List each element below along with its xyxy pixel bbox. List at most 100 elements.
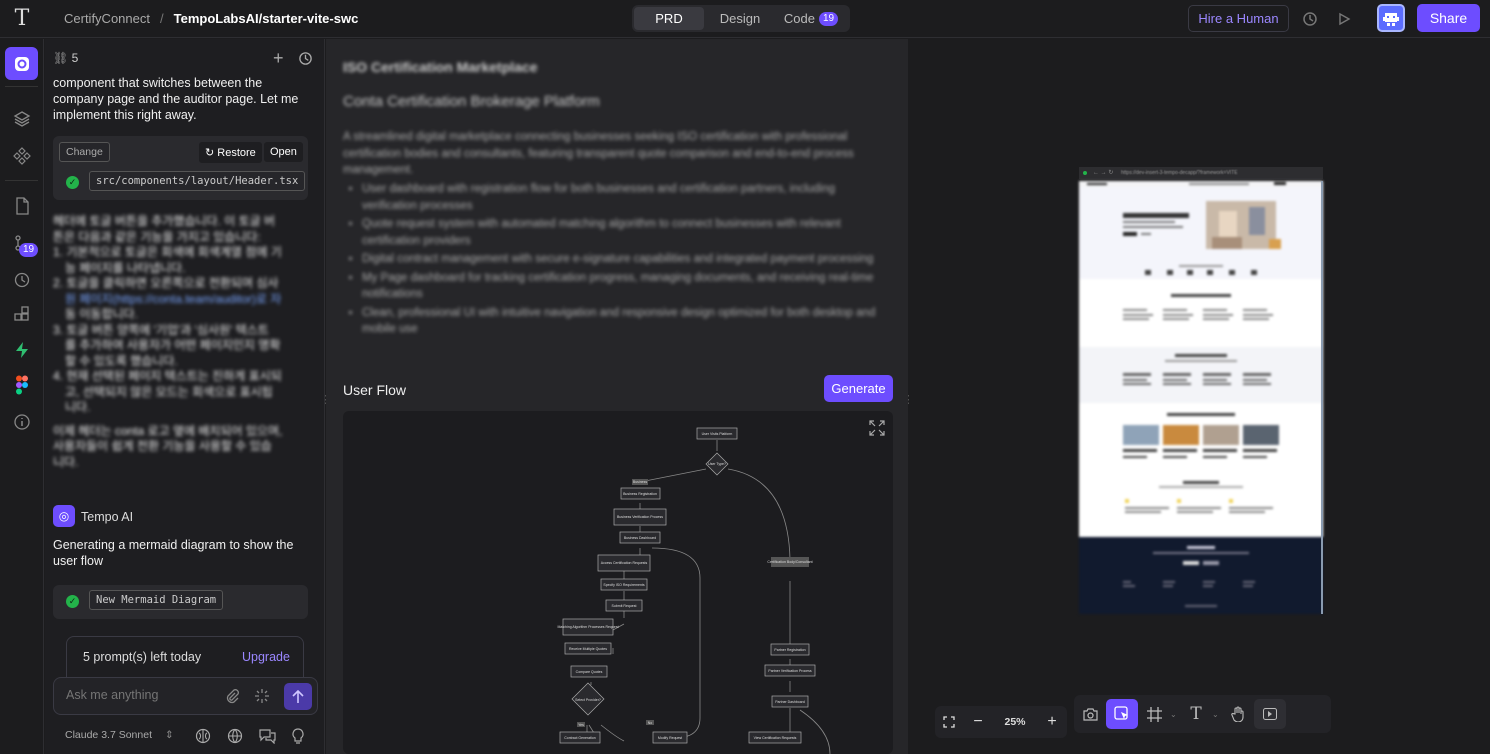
flow-node-label: Submit Request	[612, 604, 637, 608]
new-chat-plus-icon[interactable]: +	[273, 48, 284, 68]
flow-node-label: Partner Registration	[774, 648, 805, 652]
flow-node	[619, 531, 661, 544]
chat-bubbles-icon[interactable]	[259, 728, 276, 749]
flow-node-label: Partner Verification Process	[768, 669, 811, 673]
flowchart-svg: User Visits Platform User Type? Business…	[557, 427, 831, 754]
rail-divider	[5, 180, 38, 181]
magic-sparkle-icon[interactable]	[254, 688, 270, 709]
message-line: 능 페이지를 나타냅니다.	[65, 260, 186, 275]
tab-design[interactable]: Design	[719, 11, 761, 26]
hand-pan-icon[interactable]	[1222, 699, 1254, 729]
history-icon[interactable]	[5, 263, 38, 296]
chat-input[interactable]	[66, 688, 216, 702]
select-cursor-icon[interactable]	[1106, 699, 1138, 729]
message-line: 동 이동합니다.	[65, 307, 138, 321]
user-flow-diagram[interactable]: User Visits Platform User Type? Business…	[343, 411, 893, 754]
share-button[interactable]: Share	[1417, 4, 1480, 32]
restore-button[interactable]: ↻ Restore	[199, 142, 262, 163]
frame-grid-icon[interactable]	[1138, 699, 1170, 729]
chevron-down-icon[interactable]: ⌄	[1170, 709, 1177, 719]
attach-paperclip-icon[interactable]	[224, 688, 240, 709]
assistant-message-generating: Generating a mermaid diagram to show the…	[53, 538, 294, 568]
canvas-toolbar: ⌄ T ⌄	[1074, 695, 1331, 733]
page-preview[interactable]	[1079, 181, 1323, 614]
message-line: 3. 토글 버튼 양쪽에 '기업'과 '심사원' 텍스트	[53, 322, 269, 337]
model-selector[interactable]: Claude 3.7 Sonnet ⇕	[65, 729, 174, 741]
change-card: Change ↻ Restore Open ✓ src/components/l…	[53, 136, 308, 200]
breadcrumb-org[interactable]: CertifyConnect	[64, 11, 150, 26]
flow-node-label: Business Registration	[623, 492, 657, 496]
message-link[interactable]: 원 페이지(https://conta.team/auditor)로 자	[65, 291, 282, 306]
chevron-down-icon[interactable]: ⌄	[1212, 709, 1219, 719]
figma-icon[interactable]	[5, 368, 38, 401]
restore-label: Restore	[217, 147, 256, 159]
brain-icon[interactable]	[195, 728, 211, 749]
flow-edge-label-text: Certification Body/Consultant	[767, 560, 812, 564]
chat-input-box	[53, 677, 318, 715]
hire-a-human-button[interactable]: Hire a Human	[1188, 5, 1289, 32]
flow-node-label: Modify Request	[658, 736, 682, 740]
message-line: 사용자들이 쉽게 전환 기능을 사용할 수 있습	[53, 439, 272, 453]
git-branch-icon[interactable]: 19	[5, 226, 39, 259]
checkpoint-count: ⛓ 5	[53, 51, 78, 65]
user-flow-heading: User Flow	[343, 382, 407, 398]
message-line: 할 수 있도록 했습니다.	[65, 353, 178, 368]
play-icon[interactable]	[1334, 9, 1354, 29]
flow-node-label: Partner Dashboard	[775, 700, 805, 704]
prd-description: A streamlined digital marketplace connec…	[343, 131, 854, 176]
tab-code[interactable]: Code 19	[776, 7, 846, 30]
message-line: 고, 선택되지 않은 모드는 회색으로 표시됩	[65, 384, 273, 399]
message-line: 튼은 다음과 같은 기능을 가지고 있습니다:	[53, 229, 261, 244]
new-mermaid-diagram-chip[interactable]: New Mermaid Diagram	[89, 590, 224, 610]
avatar[interactable]	[1377, 4, 1405, 32]
message-line: 헤더에 토글 버튼을 추가했습니다. 이 토글 버	[53, 214, 276, 228]
layers-icon[interactable]	[5, 102, 38, 135]
text-tool-icon[interactable]: T	[1190, 704, 1202, 724]
supabase-icon[interactable]	[5, 333, 38, 366]
flow-edge-label-text: Business	[633, 480, 647, 484]
expand-icon[interactable]	[869, 420, 885, 441]
zoom-in-button[interactable]: +	[1047, 713, 1057, 730]
tempo-ai-chat-icon[interactable]	[5, 47, 38, 80]
message-line: 를 추가하여 사용자가 어떤 페이지인지 명확	[65, 338, 281, 352]
fit-screen-icon[interactable]	[935, 716, 963, 728]
changed-file-chip[interactable]: src/components/layout/Header.tsx	[89, 171, 306, 191]
tempo-logo-icon[interactable]: T	[14, 6, 30, 31]
code-count-badge: 19	[818, 11, 839, 26]
flow-node-label: Specify ISO Requirements	[603, 583, 644, 587]
file-icon[interactable]	[5, 189, 38, 222]
status-dot	[1083, 171, 1087, 175]
lightbulb-icon[interactable]	[291, 728, 305, 750]
zoom-level[interactable]: 25%	[1004, 716, 1026, 728]
flow-node-label: Compare Quotes	[576, 670, 603, 674]
chat-history-icon[interactable]	[298, 51, 313, 71]
integrations-icon[interactable]	[5, 298, 38, 331]
screenshot-camera-icon[interactable]	[1074, 699, 1106, 729]
flow-node	[764, 664, 816, 677]
message-line: 4. 현재 선택된 페이지 텍스트는 진하게 표시되	[53, 369, 282, 383]
ai-name: Tempo AI	[81, 510, 134, 524]
preview-play-icon[interactable]	[1254, 699, 1286, 729]
prd-panel: ISO Certification Marketplace Conta Cert…	[326, 39, 908, 754]
open-button[interactable]: Open	[264, 142, 303, 162]
design-canvas[interactable]: ← → ↻ https://dev-insert-3-tempo-decapp/…	[909, 39, 1490, 754]
flow-node	[605, 599, 643, 612]
flow-node	[652, 731, 688, 744]
info-icon[interactable]	[5, 405, 38, 438]
flow-edge-label	[632, 479, 648, 485]
flow-node	[770, 643, 810, 656]
message-spacer	[53, 416, 309, 424]
tab-prd[interactable]: PRD	[634, 7, 704, 30]
flow-edge-label-text: No	[648, 721, 653, 725]
history-icon[interactable]	[1300, 9, 1320, 29]
globe-icon[interactable]	[227, 728, 243, 749]
upgrade-link[interactable]: Upgrade	[242, 650, 290, 664]
send-button[interactable]	[284, 683, 312, 710]
breadcrumb-repo[interactable]: TempoLabsAI/starter-vite-swc	[173, 11, 359, 26]
tab-code-label: Code	[783, 11, 815, 26]
components-icon[interactable]	[5, 139, 38, 172]
nav-arrows-icon[interactable]: ← → ↻	[1093, 170, 1114, 176]
preview-scrollbar[interactable]	[1321, 181, 1323, 614]
zoom-out-button[interactable]: −	[973, 713, 983, 730]
generate-button[interactable]: Generate	[824, 375, 893, 402]
